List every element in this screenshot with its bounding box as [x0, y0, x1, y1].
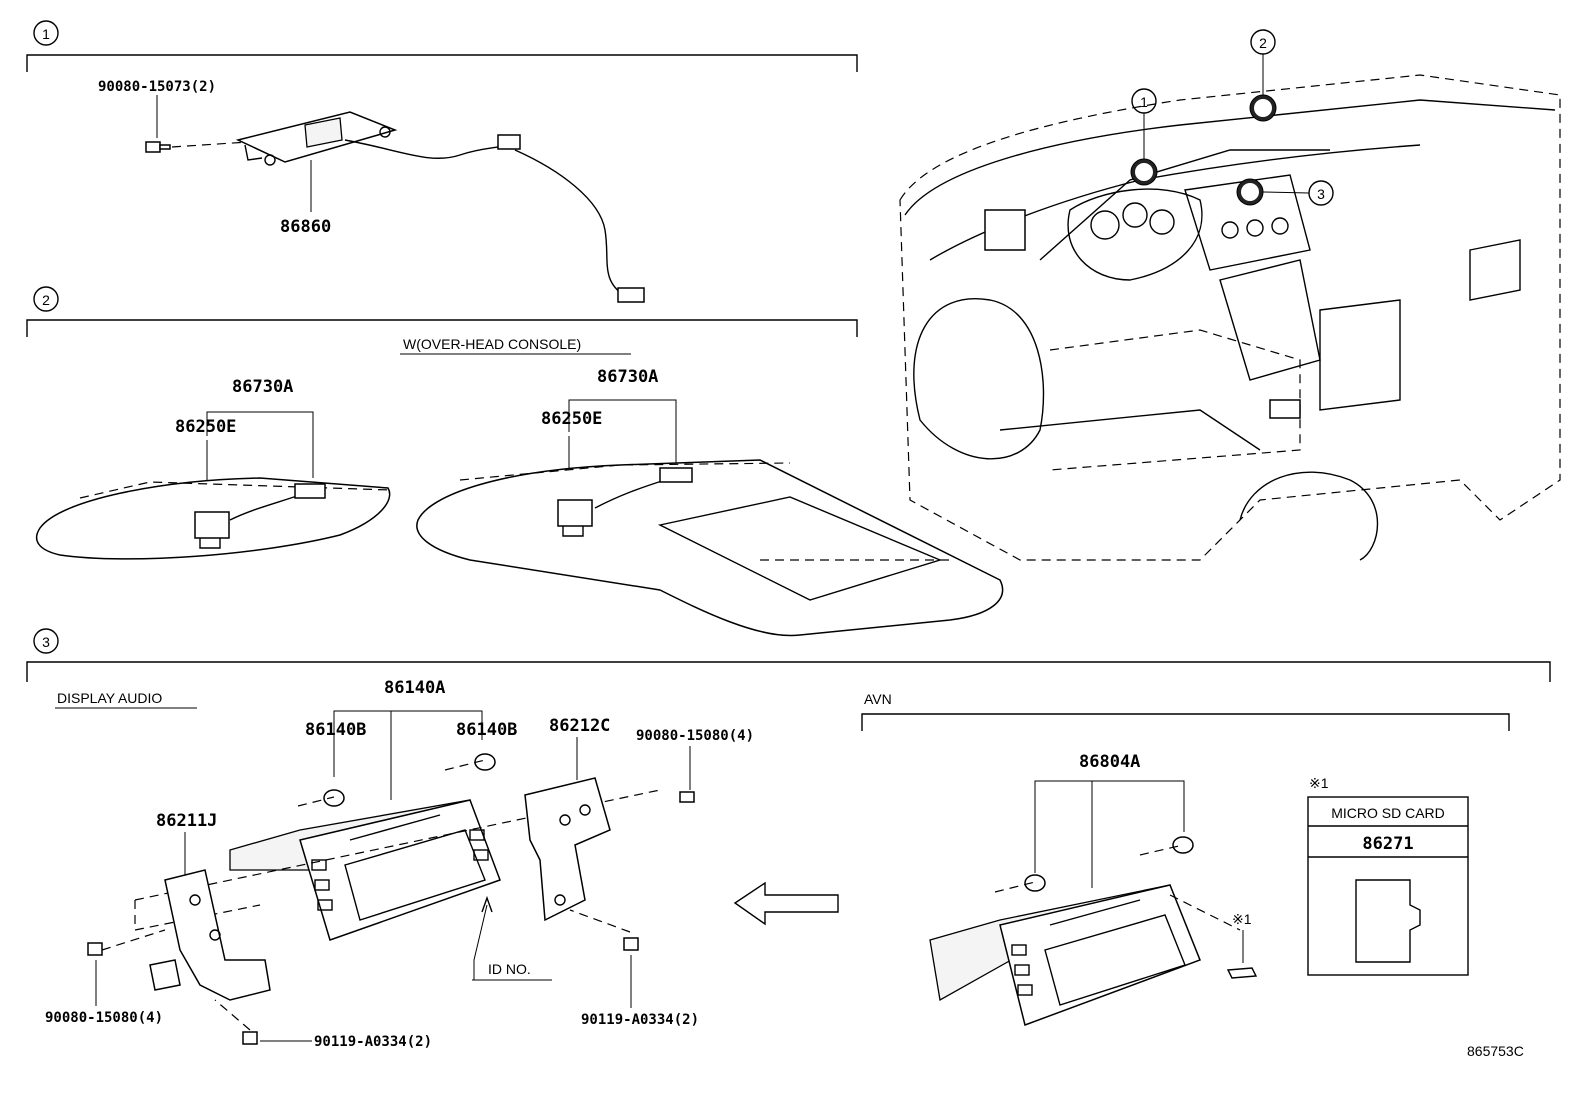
section-1: 1 90080-15073(2) 86860 — [26, 20, 858, 303]
bracket-86212C-icon — [524, 777, 611, 922]
micro-sd-card-icon — [1355, 879, 1421, 963]
display-audio-label: DISPLAY AUDIO — [57, 690, 162, 706]
note-mark-avn: ※1 — [1232, 911, 1252, 927]
vehicle-marker-1[interactable]: 1 — [1140, 94, 1148, 110]
vehicle-marker-2[interactable]: 2 — [1259, 35, 1267, 51]
bolt-icon — [87, 791, 695, 1045]
bolt-icon — [145, 141, 171, 153]
part-86804A[interactable]: 86804A — [1079, 752, 1140, 772]
part-86211J[interactable]: 86211J — [156, 811, 217, 831]
overhead-console-left-icon — [35, 477, 391, 560]
avn-head-unit-icon — [929, 836, 1201, 1026]
overhead-console-right-icon — [416, 459, 1004, 637]
section-3: 3 DISPLAY AUDIO 86140A 86140B 86140B 862… — [26, 628, 1551, 1059]
bracket-86211J-icon — [149, 869, 271, 1001]
part-86730A-left[interactable]: 86730A — [232, 377, 293, 397]
note-mark-callout: ※1 — [1309, 775, 1329, 791]
diagram-code: 865753C — [1467, 1043, 1524, 1059]
part-86271[interactable]: 86271 — [1362, 834, 1413, 854]
part-86860[interactable]: 86860 — [280, 217, 331, 237]
part-86730A-right[interactable]: 86730A — [597, 367, 658, 387]
section-3-marker: 3 — [42, 634, 50, 650]
part-86140B-left[interactable]: 86140B — [305, 720, 366, 740]
part-90080-15080-right[interactable]: 90080-15080(4) — [636, 728, 754, 744]
part-90119-A0334-left[interactable]: 90119-A0334(2) — [314, 1034, 432, 1050]
sd-card-slot-icon — [1226, 967, 1258, 979]
section-1-marker: 1 — [42, 26, 50, 42]
section-2-marker: 2 — [42, 292, 50, 308]
part-90080-15073[interactable]: 90080-15073(2) — [98, 79, 216, 95]
micro-sd-title: MICRO SD CARD — [1331, 805, 1445, 821]
part-90080-15080-left[interactable]: 90080-15080(4) — [45, 1010, 163, 1026]
module-86860-icon — [235, 111, 645, 303]
avn-label: AVN — [864, 691, 892, 707]
part-86140B-right[interactable]: 86140B — [456, 720, 517, 740]
display-audio-head-unit-icon — [229, 753, 501, 941]
overhead-console-label: W(OVER-HEAD CONSOLE) — [403, 336, 581, 352]
arrow-left-icon — [733, 881, 839, 926]
section-2: 2 W(OVER-HEAD CONSOLE) 86730A 86250E 867… — [26, 286, 1004, 637]
vehicle-marker-3[interactable]: 3 — [1317, 186, 1325, 202]
part-90119-A0334-right[interactable]: 90119-A0334(2) — [581, 1012, 699, 1028]
vehicle-interior-view: 2 1 3 — [899, 29, 1561, 561]
part-86250E-right[interactable]: 86250E — [541, 409, 602, 429]
id-number-label: ID NO. — [488, 961, 531, 977]
part-86212C[interactable]: 86212C — [549, 716, 610, 736]
micro-sd-callout: MICRO SD CARD 86271 — [1307, 796, 1469, 976]
part-86140A[interactable]: 86140A — [384, 678, 445, 698]
part-86250E-left[interactable]: 86250E — [175, 417, 236, 437]
